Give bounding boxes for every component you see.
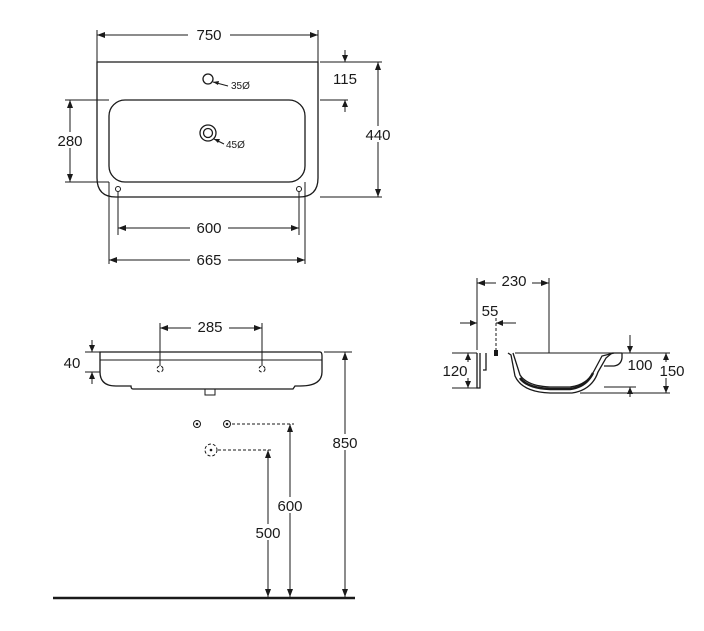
dim-850: 850 bbox=[332, 435, 357, 452]
drain-icon bbox=[199, 124, 217, 142]
dim-600-top: 600 bbox=[196, 220, 221, 237]
dim-285: 285 bbox=[197, 319, 222, 336]
dim-150: 150 bbox=[659, 363, 684, 380]
dim-40: 40 bbox=[64, 355, 81, 372]
dim-100: 100 bbox=[627, 357, 652, 374]
dim-230: 230 bbox=[501, 273, 526, 290]
basin-outline bbox=[96, 61, 319, 198]
dim-115: 115 bbox=[333, 71, 357, 88]
dim-440: 440 bbox=[365, 127, 390, 144]
label-45-diameter: 45Ø bbox=[226, 140, 245, 151]
dim-500: 500 bbox=[255, 525, 280, 542]
dim-55: 55 bbox=[482, 303, 499, 320]
dim-280: 280 bbox=[57, 133, 82, 150]
bowl-outline bbox=[108, 99, 306, 183]
dim-120: 120 bbox=[442, 363, 467, 380]
label-35-diameter: 35Ø bbox=[231, 81, 250, 92]
waste-outlet-icon bbox=[204, 443, 218, 457]
water-supply-left-icon bbox=[193, 420, 201, 428]
basin-front-outline bbox=[99, 351, 323, 390]
side-view: 230 55 120 100 150 bbox=[441, 273, 687, 397]
tap-hole-icon bbox=[202, 73, 214, 85]
fixing-hole-right-icon bbox=[296, 186, 302, 192]
dim-665: 665 bbox=[196, 252, 221, 269]
basin-section bbox=[507, 352, 622, 394]
dim-600-height: 600 bbox=[277, 498, 302, 515]
front-view: 285 40 850 600 bbox=[53, 318, 363, 600]
top-view: 750 35Ø 45Ø 115 440 280 bbox=[54, 26, 394, 269]
water-supply-right-icon bbox=[223, 420, 231, 428]
fixing-hole-left-icon bbox=[115, 186, 121, 192]
dim-750: 750 bbox=[196, 27, 221, 44]
